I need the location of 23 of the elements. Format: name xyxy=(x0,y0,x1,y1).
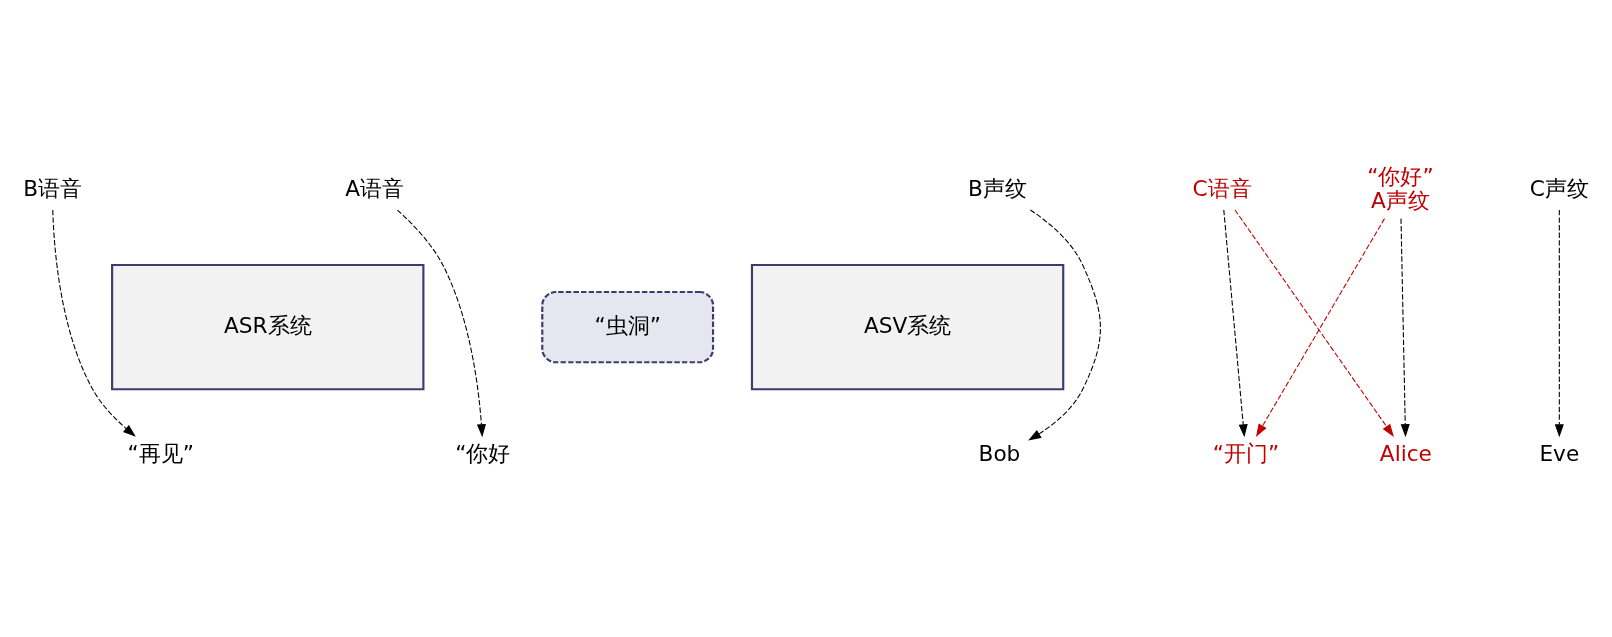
arrow xyxy=(1223,209,1248,438)
arrow xyxy=(1554,209,1564,438)
node-box: ASV系统 xyxy=(750,263,1065,391)
node-text: “你好 xyxy=(455,440,511,466)
node-box: “虫洞” xyxy=(541,290,715,364)
node-text: B声纹 xyxy=(967,175,1027,201)
arrow xyxy=(1400,218,1410,438)
node-text: “你好” A声纹 xyxy=(1367,163,1434,213)
node-box: ASR系统 xyxy=(111,263,425,391)
node-text: “开门” xyxy=(1212,440,1280,466)
node-text: B语音 xyxy=(23,175,83,201)
arrow xyxy=(1234,209,1394,438)
node-text: Bob xyxy=(978,440,1021,466)
node-text: A语音 xyxy=(345,175,405,201)
arrow xyxy=(1256,218,1386,437)
node-text: Eve xyxy=(1539,440,1580,466)
node-text: C语音 xyxy=(1192,175,1252,201)
arrow xyxy=(396,209,486,438)
arrow xyxy=(52,209,136,437)
node-text: Alice xyxy=(1379,440,1432,466)
arrow xyxy=(1028,209,1101,441)
node-text: C声纹 xyxy=(1529,175,1589,201)
node-text: “再见” xyxy=(127,440,194,466)
